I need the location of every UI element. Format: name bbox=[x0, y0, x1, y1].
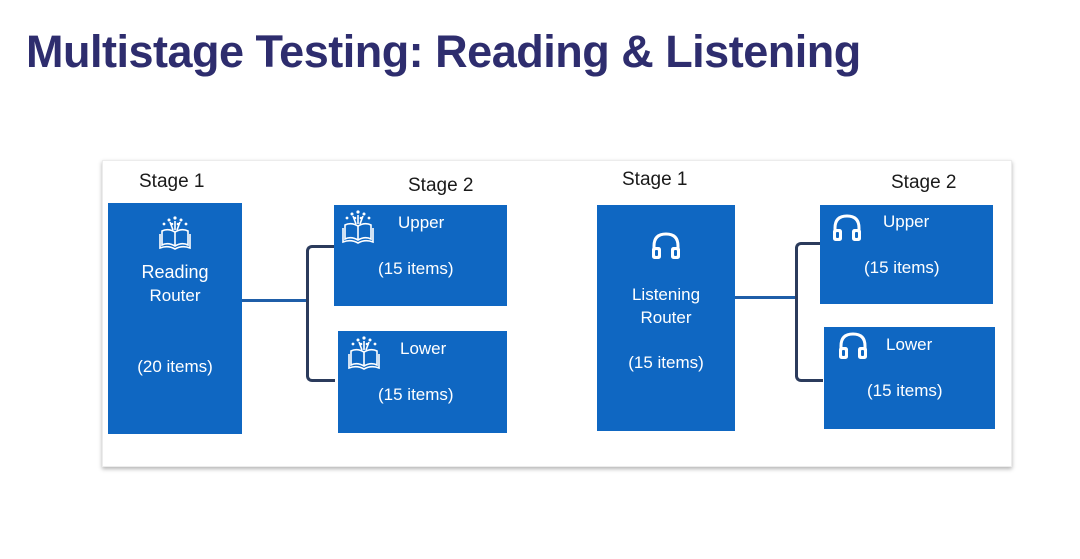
listening-lower-items: (15 items) bbox=[867, 381, 943, 400]
listening-lower-box: Lower (15 items) bbox=[824, 327, 995, 429]
reading-router-items: (20 items) bbox=[137, 357, 213, 376]
listening-branch-bracket bbox=[795, 242, 823, 382]
reading-lower-label: Lower bbox=[400, 339, 447, 358]
reading-router-connector bbox=[242, 299, 306, 302]
book-icon bbox=[159, 216, 191, 250]
reading-upper-box: Upper (15 items) bbox=[334, 205, 507, 306]
listening-lower-label: Lower bbox=[886, 335, 933, 354]
headphones-icon bbox=[839, 332, 867, 359]
headphones-icon bbox=[652, 232, 680, 259]
listening-upper-items: (15 items) bbox=[864, 258, 940, 277]
reading-branch-bracket bbox=[306, 245, 335, 382]
slide-title: Multistage Testing: Reading & Listening bbox=[26, 26, 861, 77]
reading-lower-box: Lower (15 items) bbox=[338, 331, 507, 433]
listening-stage1-label: Stage 1 bbox=[622, 169, 688, 190]
listening-router-connector bbox=[735, 296, 795, 299]
reading-lower-items: (15 items) bbox=[378, 385, 454, 404]
listening-stage2-label: Stage 2 bbox=[891, 172, 957, 193]
listening-router-box: Listening Router (15 items) bbox=[597, 205, 735, 431]
listening-router-name: Listening Router bbox=[631, 285, 701, 327]
reading-upper-label: Upper bbox=[398, 213, 445, 232]
listening-router-items: (15 items) bbox=[628, 353, 704, 372]
reading-router-box: Reading Router (20 items) bbox=[108, 203, 242, 434]
listening-upper-box: Upper (15 items) bbox=[820, 205, 993, 304]
headphones-icon bbox=[833, 214, 861, 241]
book-icon bbox=[348, 336, 380, 370]
reading-stage2-label: Stage 2 bbox=[408, 175, 474, 196]
book-icon bbox=[342, 210, 374, 244]
reading-stage1-label: Stage 1 bbox=[139, 171, 205, 192]
reading-upper-items: (15 items) bbox=[378, 259, 454, 278]
listening-upper-label: Upper bbox=[883, 212, 930, 231]
reading-router-name: Reading Router bbox=[141, 262, 209, 305]
